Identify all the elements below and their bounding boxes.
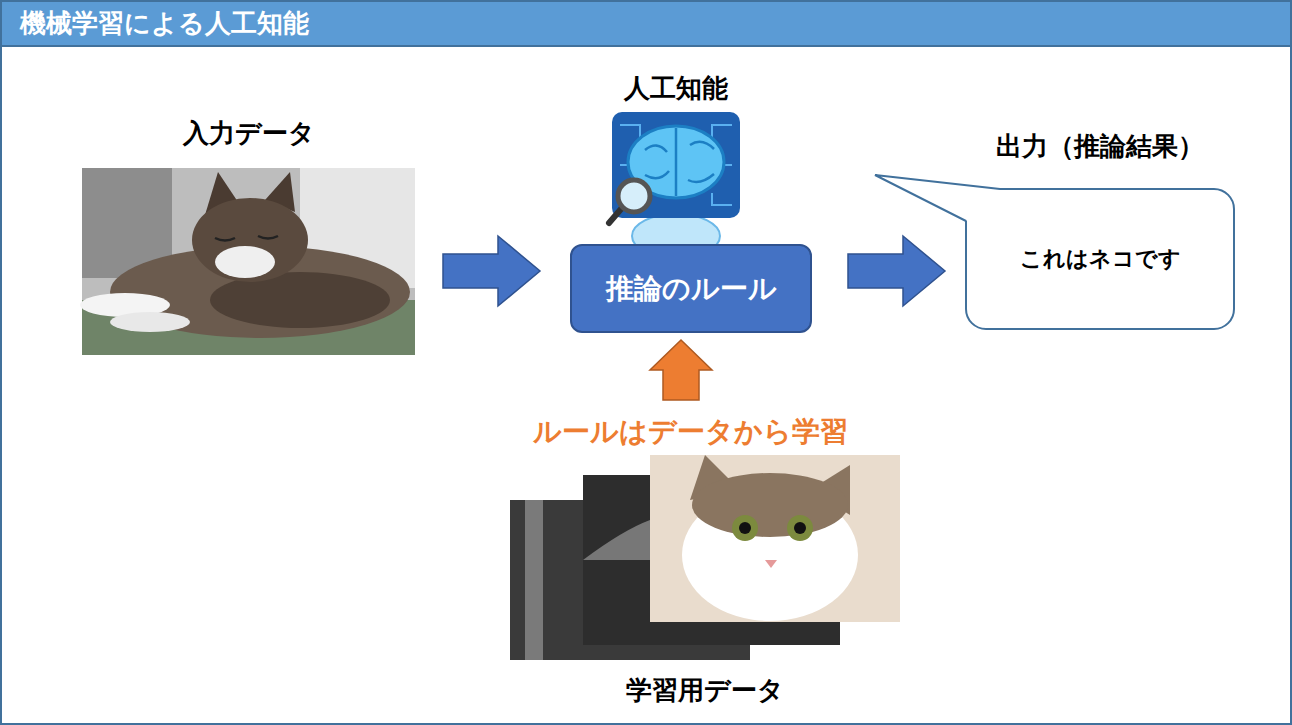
cat-nose	[765, 560, 777, 568]
cat-muzzle	[215, 246, 275, 278]
block-arrow	[443, 236, 540, 306]
cat-tabby-patch	[692, 473, 848, 537]
title-bar	[0, 0, 1292, 46]
cat-body	[110, 246, 410, 338]
learning-photos	[510, 455, 900, 660]
photo-front	[650, 455, 900, 622]
cat-closed-eyes	[215, 236, 278, 241]
process-label: 推論のルール	[606, 271, 777, 307]
learning-data: 学習用データ	[505, 452, 905, 708]
chip-square	[612, 112, 740, 218]
bubble-heading: 出力（推論結果）	[960, 126, 1240, 166]
bubble-tail-fill	[875, 175, 1000, 221]
bubble-text: これはネコです	[960, 189, 1240, 329]
photo-middle-detail	[583, 520, 650, 560]
brain-folds	[645, 128, 714, 196]
magnifier-handle	[609, 209, 621, 223]
ai-brain-icon	[609, 112, 740, 258]
node-caption: 学習用データ	[505, 672, 905, 708]
edge-label: ルールはデータから学習	[440, 414, 940, 450]
process-box: 推論のルール	[570, 244, 812, 333]
cat-paw	[110, 312, 190, 332]
cat-head	[192, 198, 308, 282]
cat-eye	[732, 515, 758, 541]
block-arrow	[650, 340, 712, 400]
magnifier-glass	[618, 180, 650, 212]
cat-pupil	[794, 522, 806, 534]
bubble-tail	[875, 175, 1000, 221]
label-wrap: 人工知能	[526, 70, 826, 106]
input-data: 入力データ	[82, 116, 415, 356]
edge-label-wrap: ルールはデータから学習	[440, 414, 940, 450]
photo-back-detail	[525, 500, 543, 660]
icon-label: 人工知能	[526, 70, 826, 106]
block-arrow	[848, 236, 945, 306]
diagram-title: 機械学習による人工知能	[20, 0, 309, 46]
input-cat-photo	[80, 168, 415, 355]
title-bar-rule	[0, 45, 1292, 47]
cat-eye	[787, 515, 813, 541]
speech-bubble: 出力（推論結果） これはネコです	[960, 126, 1240, 334]
photo-background	[82, 168, 415, 355]
cat-pupil	[739, 522, 751, 534]
title-wrap: 機械学習による人工知能	[20, 0, 309, 46]
node-heading: 入力データ	[82, 116, 415, 150]
